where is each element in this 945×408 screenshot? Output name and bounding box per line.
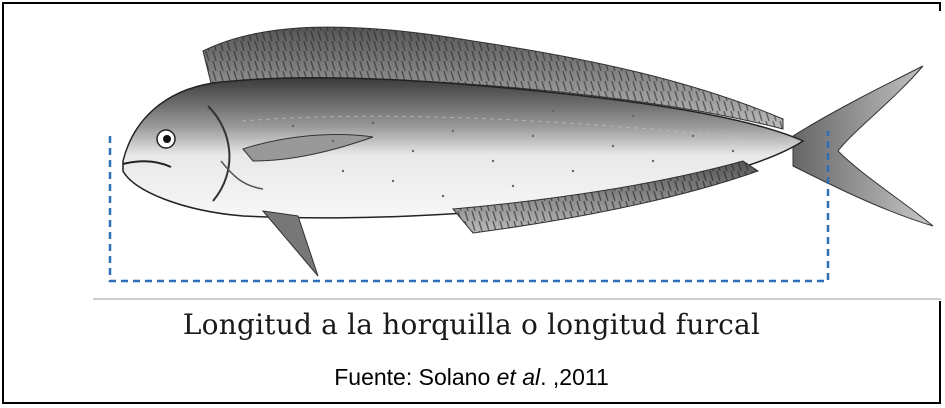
figure-source: Fuente: Solano et al. ,2011 — [4, 364, 939, 391]
body-spots — [291, 109, 735, 198]
dorsal-fin-rays — [203, 27, 783, 129]
fork-length-measure — [108, 131, 830, 283]
fish-illustration — [93, 11, 941, 301]
source-suffix: . ,2011 — [540, 364, 609, 390]
figure-frame: Longitud a la horquilla o longitud furca… — [2, 2, 941, 404]
source-prefix: Fuente: Solano — [334, 364, 497, 390]
anal-fin-rays — [453, 161, 758, 233]
figure-caption: Longitud a la horquilla o longitud furca… — [182, 308, 761, 341]
source-italic: et al — [496, 364, 541, 390]
caudal-fin — [792, 65, 934, 227]
pelvic-fin — [261, 210, 319, 277]
lateral-line — [242, 115, 794, 144]
pectoral-fin — [242, 134, 374, 162]
gill-cover — [207, 105, 231, 202]
mouth — [122, 160, 172, 168]
dolphinfish-icon — [93, 26, 941, 300]
